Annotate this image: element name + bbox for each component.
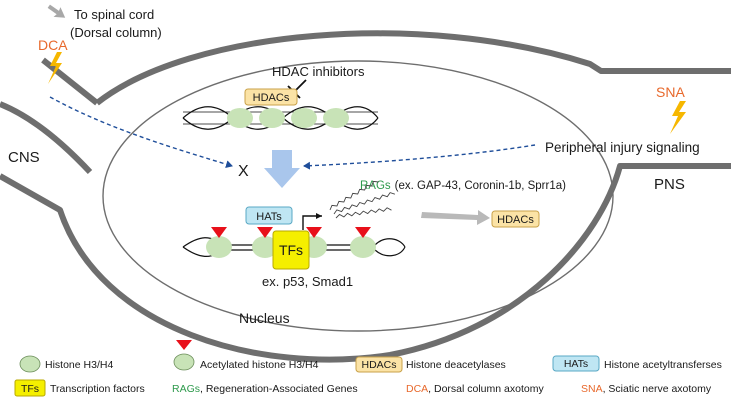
spinal-cord-label-line2: (Dorsal column) <box>70 25 162 40</box>
hdacs-export-arrow <box>421 210 490 225</box>
spinal-cord-arrow <box>47 4 66 18</box>
legend-acetylated-text: Acetylated histone H3/H4 <box>200 359 319 371</box>
hats-badge-label: HATs <box>256 211 282 223</box>
legend-hats-badge <box>552 355 600 372</box>
legend-dca-abbr: DCA <box>406 383 428 395</box>
sna-label: SNA <box>656 84 685 100</box>
legend-rags-abbr: RAGs <box>172 383 200 395</box>
legend-histone-text: Histone H3/H4 <box>45 359 113 371</box>
legend-hdacs-badge <box>355 356 403 373</box>
pns-label: PNS <box>654 176 685 193</box>
legend-hdacs-text: Histone deacetylases <box>406 359 506 371</box>
legend-hats-badge-label: HATs <box>564 358 588 370</box>
legend-acetyl-icon <box>176 340 192 350</box>
peripheral-injury-label: Peripheral injury signaling <box>545 140 700 155</box>
dorsal-axon <box>41 57 99 106</box>
legend-hats-text: Histone acetyltransferses <box>604 359 722 371</box>
legend-sna-text: , Sciatic nerve axotomy <box>603 383 712 395</box>
rags-word: RAGs <box>360 180 391 192</box>
hdacs-badge-right-label: HDACs <box>497 214 534 226</box>
hdac-inhibitors-label: HDAC inhibitors <box>272 64 365 79</box>
dca-bolt-icon <box>48 52 62 84</box>
legend-histone-icon <box>19 355 41 373</box>
peripheral-signal-dashed-arrow <box>303 144 536 170</box>
condensed-dna <box>182 106 379 130</box>
legend-tfs-badge <box>14 379 46 397</box>
rags-examples: (ex. GAP-43, Coronin-1b, Sprr1a) <box>395 180 566 192</box>
legend-sna-abbr: SNA <box>581 383 603 395</box>
tfs-box <box>272 230 310 270</box>
chromatin-relax-arrow <box>264 150 300 188</box>
legend-tfs-badge-label: TFs <box>21 383 39 395</box>
legend-acetylated-histone-icon <box>173 353 195 371</box>
tfs-box-label: TFs <box>279 242 303 258</box>
legend: Histone H3/H4 Acetylated histone H3/H4 H… <box>14 340 722 397</box>
legend-rags: RAGs, Regeneration-Associated Genes <box>172 383 358 395</box>
transcripts <box>329 180 396 219</box>
spinal-cord-label-line1: To spinal cord <box>74 7 154 22</box>
sna-bolt-icon <box>670 101 686 134</box>
nucleus-envelope <box>102 60 614 332</box>
hdacs-badge-top-label: HDACs <box>253 92 290 104</box>
tf-examples-label: ex. p53, Smad1 <box>262 274 353 289</box>
legend-sna: SNA, Sciatic nerve axotomy <box>581 383 712 395</box>
legend-dca-text: , Dorsal column axotomy <box>428 383 544 395</box>
cns-axon-upper <box>0 101 93 175</box>
legend-rags-text: , Regeneration-Associated Genes <box>200 383 358 395</box>
cns-label: CNS <box>8 149 40 166</box>
cell-membrane <box>0 30 731 363</box>
blocked-x-mark: X <box>238 163 249 180</box>
transcription-start-arrow <box>302 213 322 230</box>
rags-label: RAGs (ex. GAP-43, Coronin-1b, Sprr1a) <box>360 180 566 192</box>
hdacs-badge-right <box>491 210 540 228</box>
legend-tfs-text: Transcription factors <box>50 383 145 395</box>
dca-signal-dashed-arrow <box>49 96 233 169</box>
legend-hdacs-badge-label: HDACs <box>361 359 396 371</box>
legend-dca: DCA, Dorsal column axotomy <box>406 383 544 395</box>
hats-badge <box>245 206 293 225</box>
dca-label: DCA <box>38 37 68 53</box>
nucleus-label: Nucleus <box>239 310 290 326</box>
hdacs-badge-top <box>244 88 298 106</box>
